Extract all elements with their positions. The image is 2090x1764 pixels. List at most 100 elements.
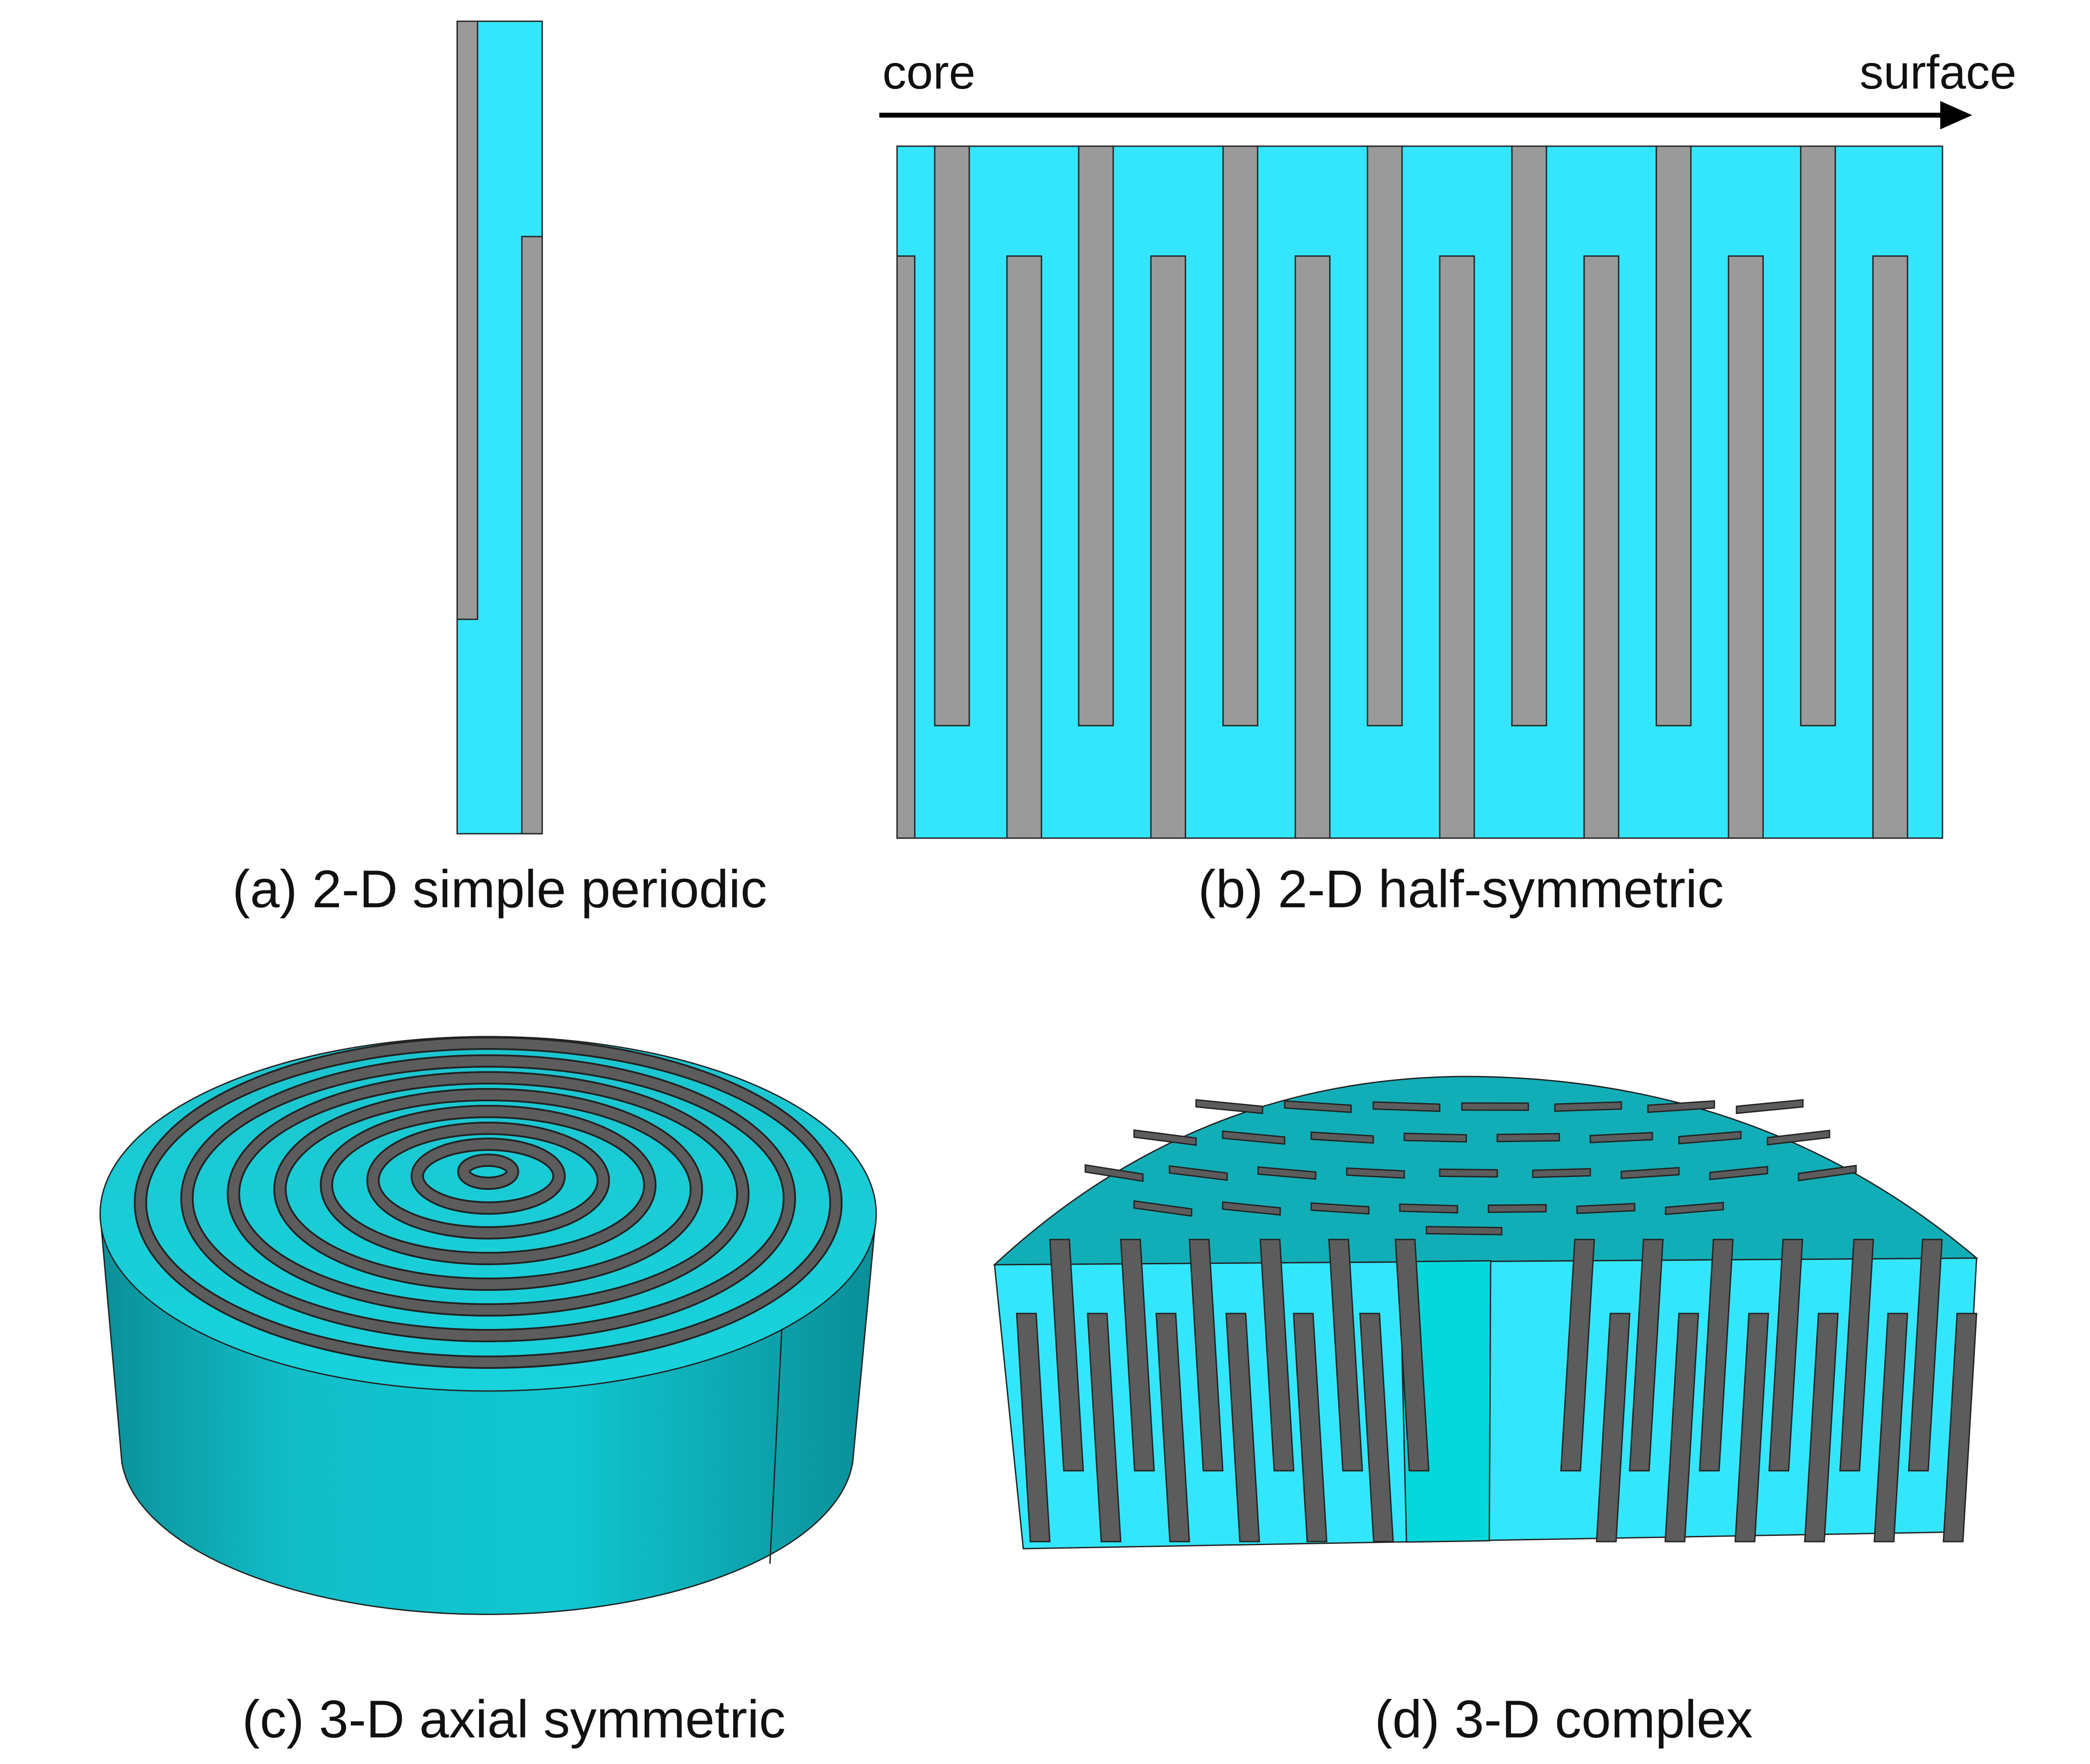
top-fiber-r3-3 <box>1257 1166 1317 1180</box>
panel-b-bottom-fiber-3 <box>1294 255 1331 839</box>
front-right-fiber-6 <box>1734 1313 1769 1543</box>
panel-b-bottom-fiber-4 <box>1439 255 1475 839</box>
front-left-fiber-5 <box>1155 1313 1190 1543</box>
panel-a-caption: (a) 2-D simple periodic <box>232 859 767 919</box>
top-fiber-r3-7 <box>1620 1167 1680 1179</box>
top-fiber-r4-5 <box>1488 1204 1547 1213</box>
panel-a-simple-periodic: (a) 2-D simple periodic <box>232 20 767 919</box>
top-fiber-r2-7 <box>1678 1131 1742 1145</box>
front-left-fiber-10 <box>1328 1239 1363 1472</box>
panel-b-edge-fiber <box>896 255 916 839</box>
front-right-fiber-10 <box>1873 1313 1908 1543</box>
front-left-fiber-6 <box>1189 1239 1224 1472</box>
front-right-fiber-3 <box>1629 1239 1664 1472</box>
top-fiber-r3-5 <box>1439 1168 1498 1178</box>
panel-a-left-gray-fiber <box>456 20 478 620</box>
panel-c-caption: (c) 3-D axial symmetric <box>242 1690 786 1749</box>
half-cylinder-center-panel <box>1399 1260 1492 1543</box>
panel-d-caption: (d) 3-D complex <box>1375 1690 1753 1749</box>
panel-b-bottom-fiber-7 <box>1872 255 1908 839</box>
panel-b-top-fiber-5 <box>1511 145 1547 727</box>
front-left-fiber-3 <box>1087 1313 1122 1543</box>
panel-b-cyan-domain <box>896 145 1943 839</box>
panel-b-gray-fibers <box>896 145 1908 839</box>
cylinder-ring-1 <box>136 1038 841 1367</box>
front-right-fiber-1 <box>1560 1239 1595 1472</box>
top-fiber-r1-2 <box>1284 1100 1352 1113</box>
panel-d-complex: (d) 3-D complex <box>993 1076 1979 1749</box>
panel-b-bottom-fiber-6 <box>1728 255 1764 839</box>
top-fiber-r3-4 <box>1346 1167 1405 1179</box>
cylinder-ring-7 <box>412 1139 564 1213</box>
panel-b-caption: (b) 2-D half-symmetric <box>1198 859 1724 919</box>
top-fiber-r4-7 <box>1665 1201 1724 1216</box>
front-right-fiber-12 <box>1942 1313 1977 1543</box>
top-fiber-r1-5 <box>1554 1101 1622 1112</box>
panel-b-bottom-fiber-1 <box>1006 255 1042 839</box>
panel-b-half-symmetric: core surface (b) 2-D half-symmetric <box>879 45 2016 919</box>
panel-a-right-gray-fiber <box>521 236 543 835</box>
front-right-fiber-2 <box>1596 1313 1631 1543</box>
panel-b-top-fiber-2 <box>1078 145 1114 727</box>
arrow-end-label: surface <box>1860 45 2016 99</box>
front-left-fiber-7 <box>1225 1313 1260 1543</box>
front-left-fiber-4 <box>1120 1239 1155 1472</box>
top-fiber-r3-9 <box>1798 1165 1857 1181</box>
top-fiber-r2-2 <box>1222 1130 1286 1145</box>
cylinder-ring-4 <box>275 1090 701 1289</box>
core-to-surface-arrow-head <box>1940 101 1972 129</box>
top-fiber-r1-1 <box>1195 1099 1263 1114</box>
front-left-fiber-8 <box>1259 1239 1294 1472</box>
panel-b-top-fiber-3 <box>1222 145 1259 727</box>
top-fiber-r5-1 <box>1426 1226 1503 1236</box>
top-fiber-r2-5 <box>1496 1133 1560 1142</box>
arrow-start-label: core <box>882 45 975 99</box>
top-fiber-r4-1 <box>1133 1200 1193 1217</box>
top-fiber-r3-6 <box>1532 1168 1591 1178</box>
front-left-fiber-2 <box>1049 1239 1084 1472</box>
cylinder-ring-3 <box>229 1073 748 1315</box>
top-fiber-r2-4 <box>1403 1132 1467 1143</box>
panel-b-top-fiber-1 <box>934 145 970 727</box>
top-fiber-r4-2 <box>1222 1201 1281 1216</box>
top-fiber-r3-2 <box>1169 1165 1228 1181</box>
cylinder-ring-8 <box>459 1155 517 1188</box>
panel-b-bottom-fiber-2 <box>1150 255 1186 839</box>
cylinder-concentric-rings <box>134 1037 843 1369</box>
top-fiber-r1-6 <box>1647 1100 1715 1113</box>
panel-b-bottom-fiber-5 <box>1583 255 1620 839</box>
top-fiber-r2-6 <box>1589 1132 1653 1143</box>
panel-b-top-fiber-6 <box>1655 145 1692 727</box>
top-fiber-r1-7 <box>1736 1099 1804 1114</box>
front-right-fiber-7 <box>1768 1239 1803 1472</box>
front-right-fiber-4 <box>1664 1313 1699 1543</box>
top-fiber-r4-3 <box>1310 1202 1370 1215</box>
top-fiber-r4-6 <box>1576 1203 1635 1214</box>
cylinder-ring-5 <box>322 1107 655 1263</box>
cylinder-ring-2 <box>182 1056 794 1340</box>
top-fiber-r3-8 <box>1709 1166 1768 1181</box>
top-fiber-r2-8 <box>1767 1130 1830 1146</box>
top-fiber-r2-1 <box>1133 1129 1197 1146</box>
front-left-fiber-12 <box>1395 1239 1430 1472</box>
front-left-fiber-9 <box>1293 1313 1328 1543</box>
top-fiber-r4-4 <box>1399 1203 1458 1214</box>
front-right-fiber-8 <box>1804 1313 1839 1543</box>
top-fiber-r2-3 <box>1310 1131 1374 1144</box>
front-left-fiber-11 <box>1359 1313 1394 1543</box>
panel-b-top-fiber-7 <box>1800 145 1836 727</box>
half-cylinder-top-fibers <box>1084 1099 1857 1236</box>
front-right-fiber-11 <box>1908 1239 1943 1472</box>
cylinder-ring-6 <box>368 1123 608 1238</box>
cylinder-side-seam <box>769 1302 784 1564</box>
top-fiber-r1-3 <box>1372 1101 1441 1112</box>
front-left-fiber-1 <box>1016 1313 1051 1543</box>
half-cylinder-front-fibers <box>1016 1239 1977 1543</box>
panel-b-top-fiber-4 <box>1367 145 1403 727</box>
front-right-fiber-9 <box>1839 1239 1874 1472</box>
top-fiber-r3-1 <box>1084 1164 1144 1182</box>
top-fiber-r1-4 <box>1461 1102 1529 1111</box>
panel-c-axial-symmetric: (c) 3-D axial symmetric <box>99 1036 877 1749</box>
front-right-fiber-5 <box>1699 1239 1734 1472</box>
